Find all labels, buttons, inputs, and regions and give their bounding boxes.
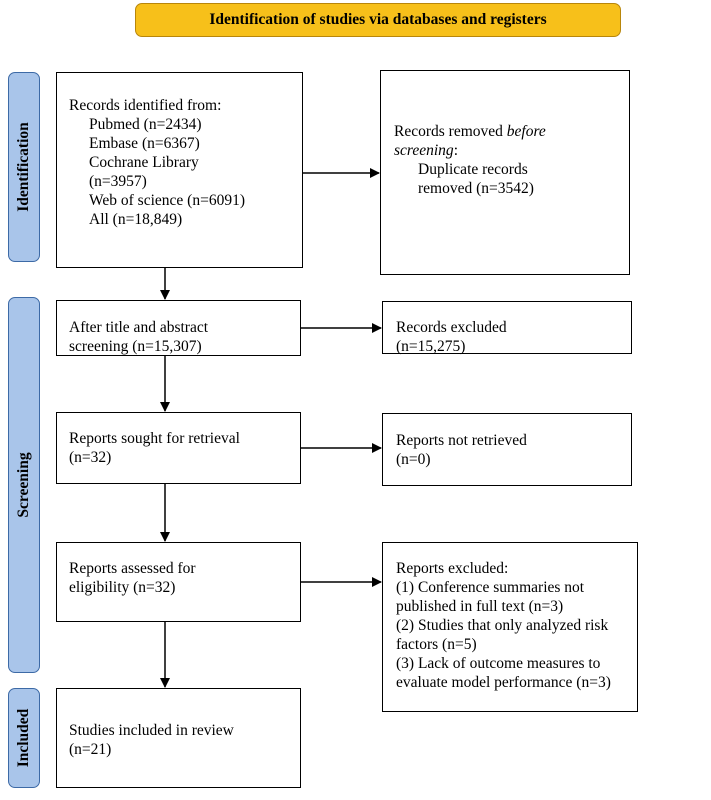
source-item: Cochrane Library [89,154,199,171]
removed-item: Duplicate records [418,161,528,178]
records-removed-emphasis: before [506,123,546,140]
records-removed-box: Records removed before screening: Duplic… [380,70,630,275]
source-item: (n=3957) [89,173,147,190]
removed-item: removed (n=3542) [418,180,534,197]
reports-sought-box: Reports sought for retrieval (n=32) [56,412,301,484]
source-item: Pubmed (n=2434) [89,116,202,133]
records-identified-box: Records identified from: Pubmed (n=2434)… [56,72,303,268]
source-item: Web of science (n=6091) [89,192,245,209]
records-identified-heading: Records identified from: [69,97,222,114]
phase-screening: Screening [8,297,40,673]
reports-not-retrieved-box: Reports not retrieved (n=0) [382,413,632,486]
title-abstract-screening-box: After title and abstract screening (n=15… [56,300,301,356]
source-item: All (n=18,849) [89,211,183,228]
diagram-header: Identification of studies via databases … [135,3,621,37]
phase-identification: Identification [8,72,40,262]
records-removed-emphasis: screening [394,142,454,159]
source-item: Embase (n=6367) [89,135,200,152]
header-title: Identification of studies via databases … [209,11,547,28]
studies-included-box: Studies included in review (n=21) [56,688,301,788]
records-excluded-box: Records excluded (n=15,275) [382,301,632,355]
reports-excluded-box: Reports excluded: (1) Conference summari… [382,542,638,712]
reports-assessed-box: Reports assessed for eligibility (n=32) [56,542,301,622]
phase-included: Included [8,688,40,788]
records-removed-heading: Records removed before [394,123,546,140]
